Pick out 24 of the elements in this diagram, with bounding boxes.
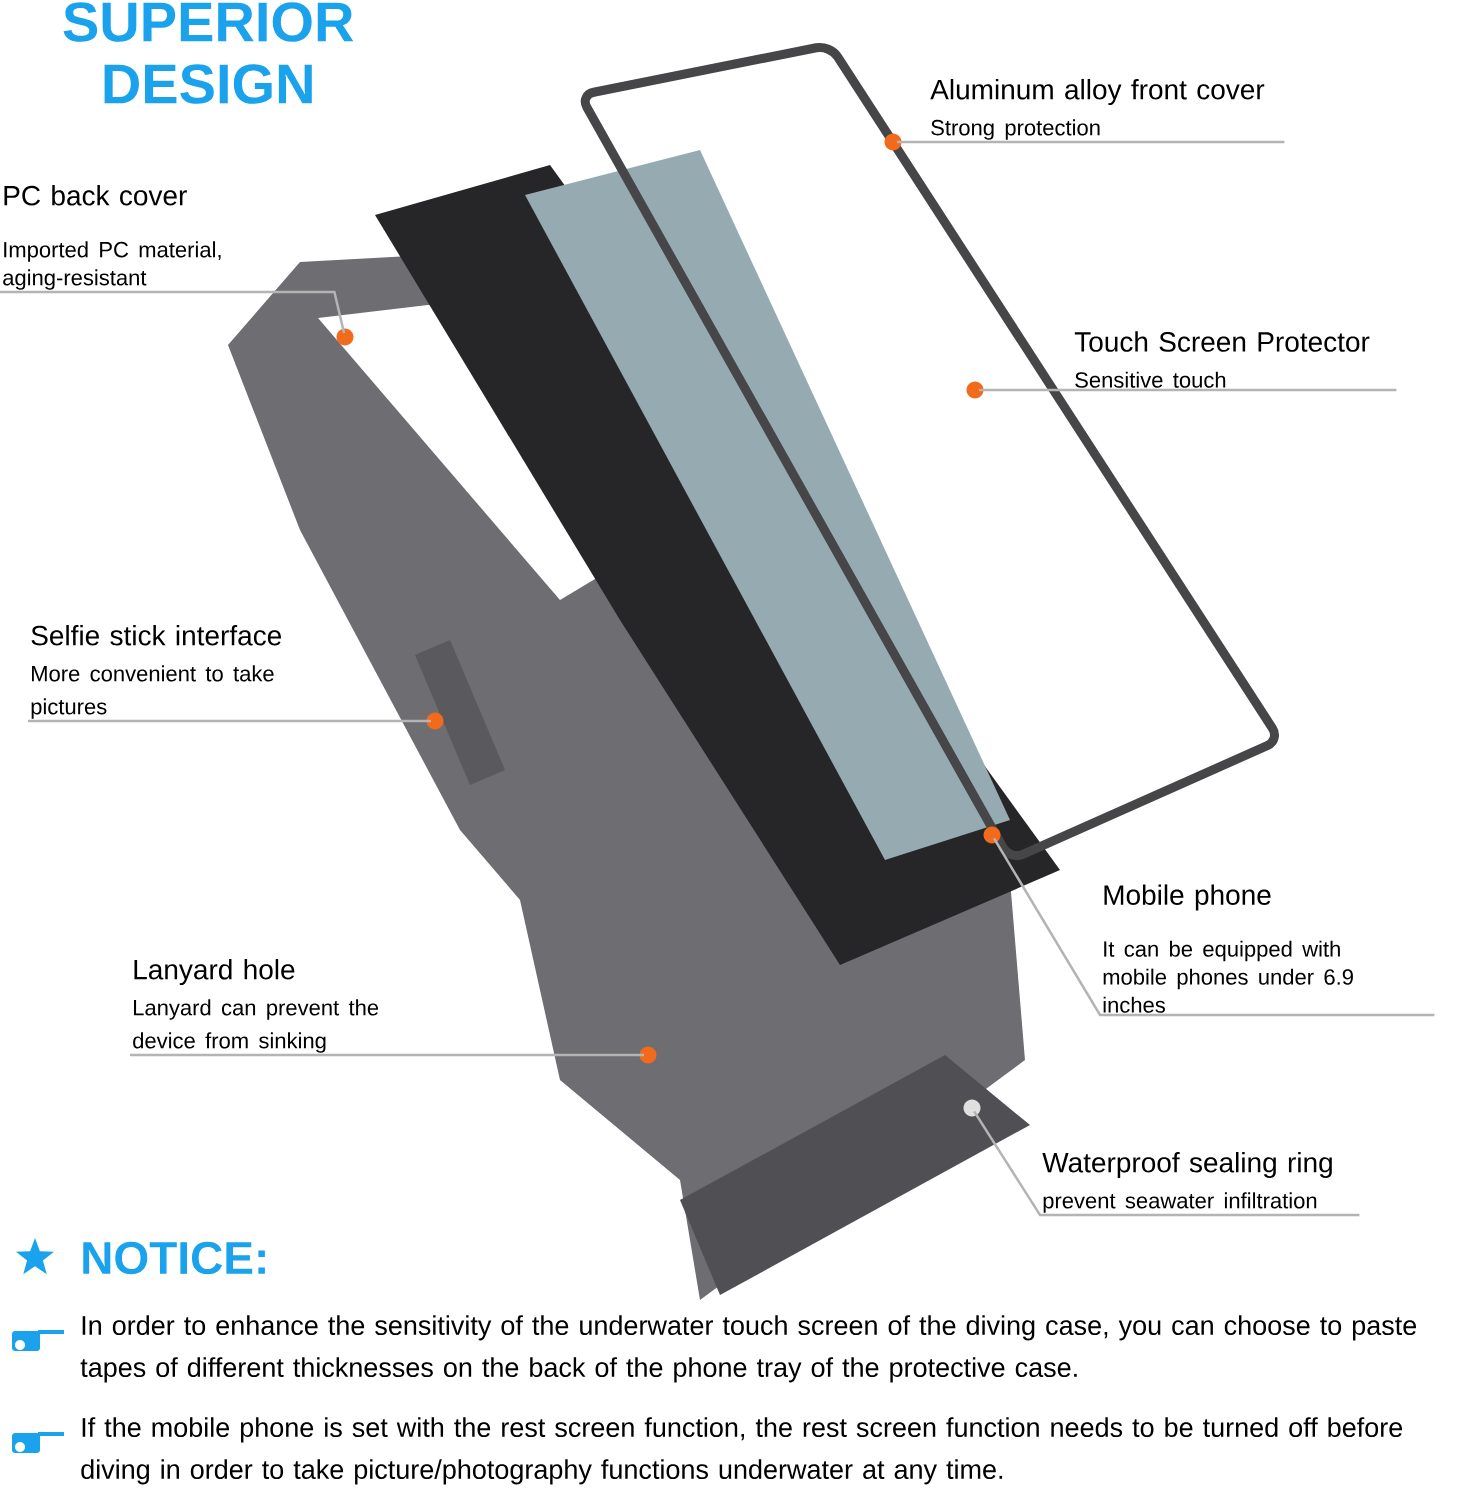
notice-text: In order to enhance the sensitivity of the underwater touch screen of the diving case, you can choose to paste tapes of different thicknesses on the back of the phone tray of the protective case. — [80, 1315, 1417, 1383]
leader-line — [897, 140, 1285, 144]
callout-text: Aluminum alloy front cover Strong protection — [930, 78, 1265, 140]
notice-text: If the mobile phone is set with the rest screen function, the rest screen function needs to be turned off before diving in order to take picture/photography functions underwater at any time. — [81, 1417, 1403, 1485]
marker-dot — [966, 381, 984, 399]
leader-line — [993, 837, 1435, 1017]
title: SUPERIOR DESIGN — [63, 2, 354, 104]
marker-dot — [963, 1099, 981, 1117]
callout-text: Lanyard hole Lanyard can prevent the device from sinking — [133, 958, 379, 1053]
marker-dot — [426, 712, 444, 730]
marker-dot — [336, 328, 354, 346]
leader-line — [28, 719, 431, 723]
marker-dot — [639, 1046, 657, 1064]
notice-heading: NOTICE: — [83, 1241, 265, 1275]
marker-dot — [983, 826, 1001, 844]
marker-dot — [884, 133, 902, 151]
callout-text: Selfie stick interface More convenient to take pictures — [31, 624, 281, 719]
leader-line — [979, 388, 1397, 392]
leader-line — [973, 1110, 1360, 1217]
leader-line — [130, 1053, 644, 1057]
callout-text: PC back cover Imported PC material, aging-resistant — [3, 185, 221, 290]
callout-text: Touch Screen Protector Sensitive touch — [1074, 331, 1370, 388]
callout-text: Waterproof sealing ring prevent seawater infiltration — [1042, 1151, 1332, 1213]
callout-text: Mobile phone It can be equipped with mobile phones under 6.9 inches — [1103, 884, 1353, 1013]
